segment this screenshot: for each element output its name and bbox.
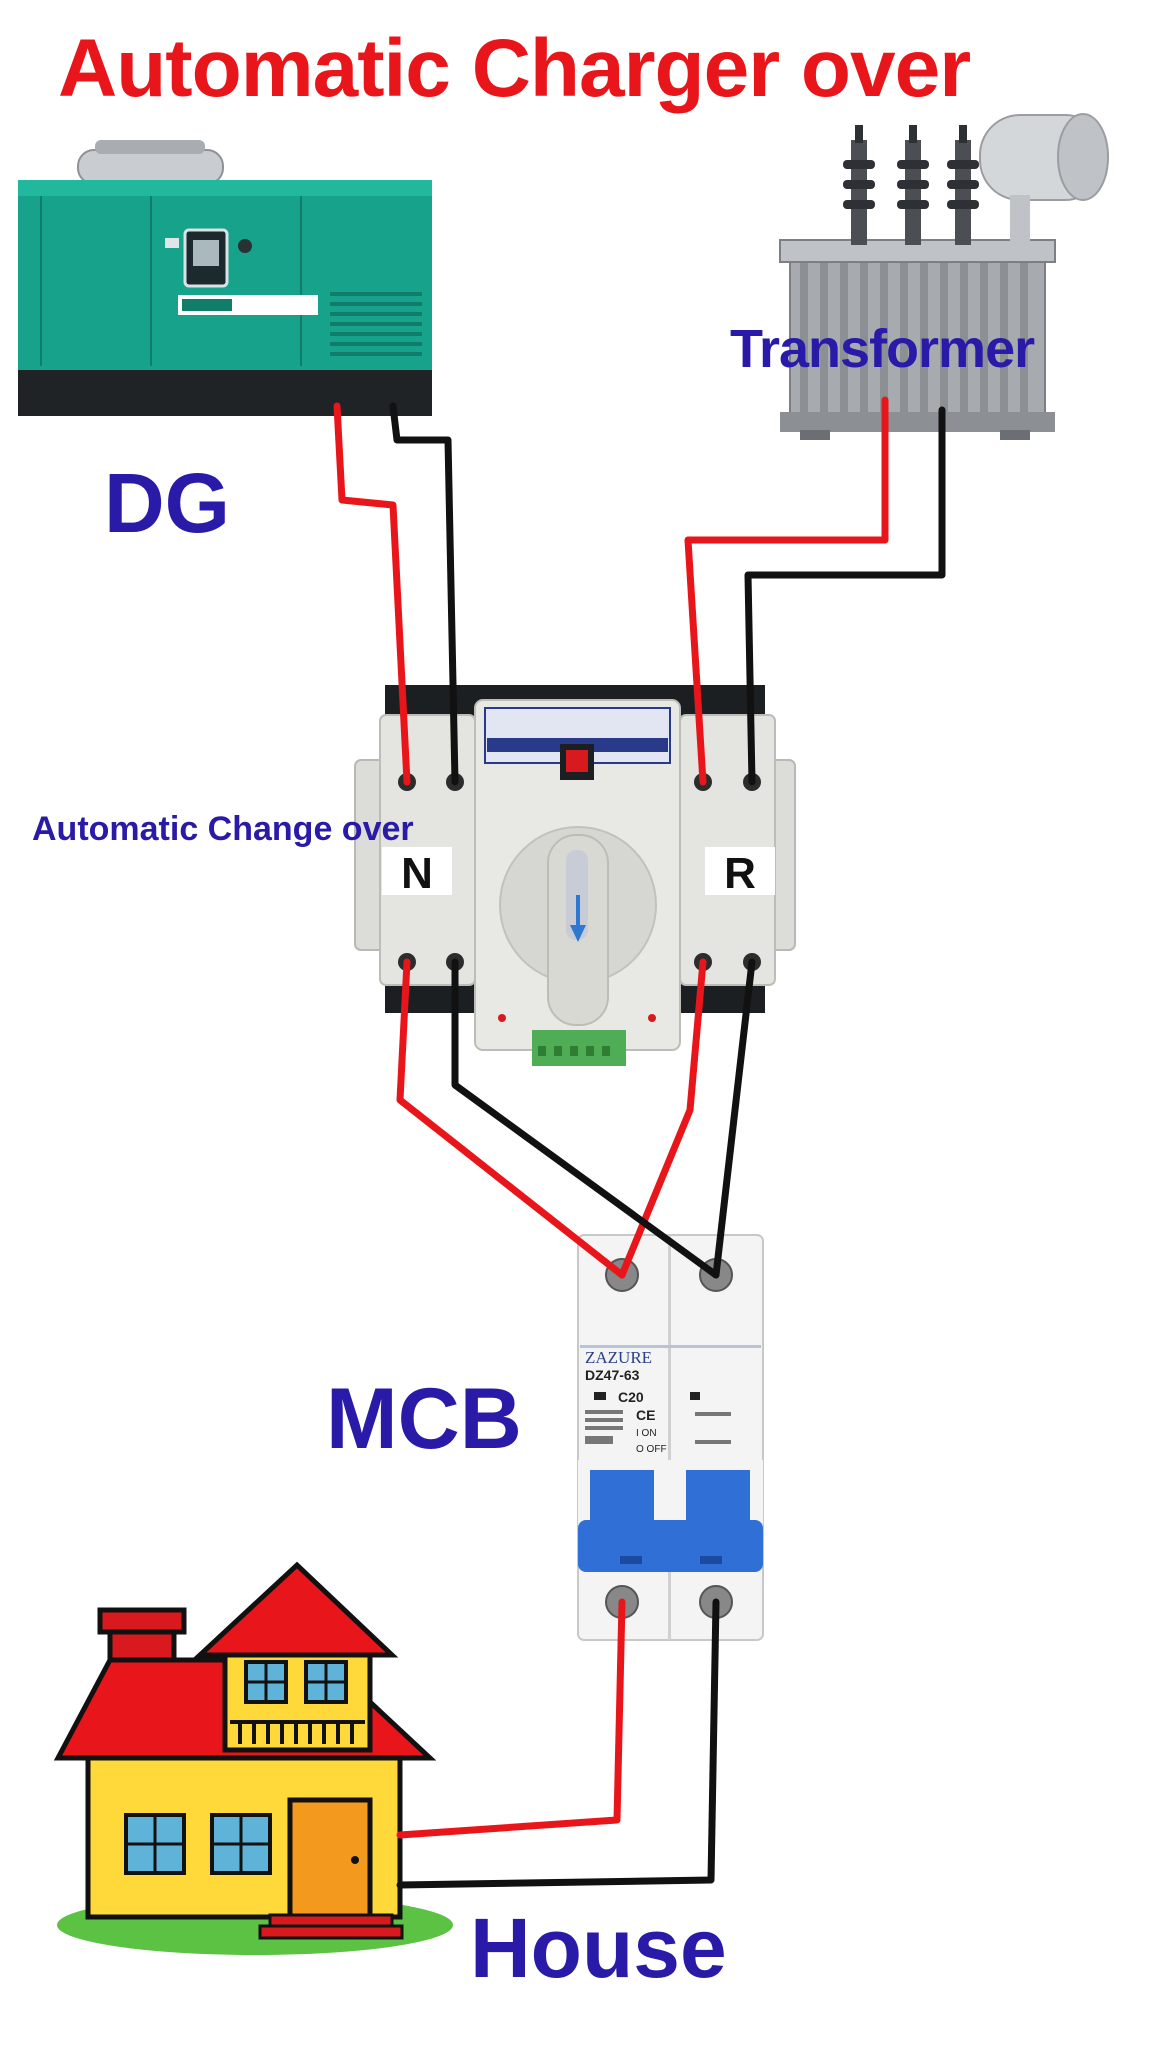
house-icon (53, 1561, 453, 1955)
mcb-off-mark: O OFF (636, 1444, 667, 1455)
mcb-brand: ZAZURE (585, 1348, 652, 1367)
mcb-rating: C20 (618, 1389, 644, 1405)
mcb-on-mark: I ON (636, 1428, 657, 1439)
generator-icon (18, 140, 432, 416)
terminal-n-label: N (401, 849, 433, 898)
changeover-switch-icon: N R (354, 685, 796, 1066)
transformer-icon (779, 113, 1109, 440)
mcb-ce-mark: CE (636, 1407, 655, 1423)
terminal-r-label: R (724, 849, 756, 898)
wiring (333, 396, 946, 1889)
diagram-title: Automatic Charger over (58, 23, 971, 114)
changeover-label: Automatic Change over (32, 810, 414, 848)
mcb-model: DZ47-63 (585, 1367, 640, 1383)
house-label: House (470, 1901, 727, 1995)
mcb-label: MCB (326, 1371, 522, 1467)
transformer-label: Transformer (730, 319, 1035, 379)
mcb-icon: ZAZURE DZ47-63 C20 CE I ON O OFF (577, 1234, 764, 1641)
dg-label: DG (104, 456, 230, 550)
